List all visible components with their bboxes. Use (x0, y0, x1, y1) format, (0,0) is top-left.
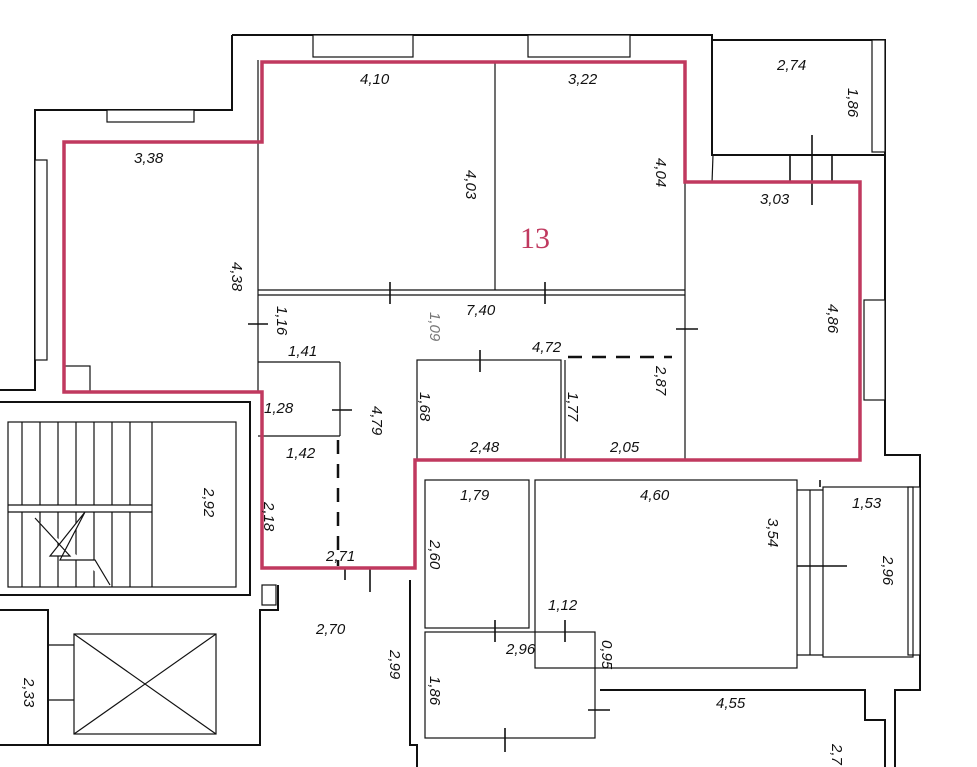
dimension-label: 4,38 (228, 262, 245, 292)
dimension-label: 1,42 (286, 445, 316, 462)
dimension-label: 2,92 (200, 487, 217, 518)
dimension-label: 1,79 (460, 487, 490, 504)
dimension-label: 2,18 (260, 501, 277, 532)
dimension-label: 1,77 (564, 392, 581, 422)
dimension-label: 2,33 (20, 677, 37, 708)
dimension-label: 4,10 (360, 71, 390, 88)
apartment-number: 13 (520, 222, 550, 255)
dimension-label: 1,86 (426, 676, 443, 706)
dimension-label: 0,95 (598, 640, 615, 670)
dimension-label: 3,03 (760, 191, 790, 208)
dimension-label: 4,60 (640, 487, 670, 504)
dimension-label: 3,54 (764, 518, 781, 547)
dimension-label: 1,86 (844, 88, 861, 118)
dimension-label: 2,7 (828, 743, 845, 766)
dimension-label: 1,12 (548, 597, 578, 614)
dimension-label: 2,96 (879, 555, 896, 586)
dimension-label: 4,55 (716, 695, 746, 712)
dimension-label: 2,60 (426, 539, 443, 570)
dimension-label: 2,71 (325, 548, 355, 565)
dimension-label: 2,48 (469, 439, 500, 456)
windows (34, 34, 921, 656)
dimension-label: 1,53 (852, 495, 882, 512)
door-markers (248, 135, 847, 752)
staircase (7, 421, 237, 588)
dashed-openings (336, 355, 672, 566)
dimension-label: 7,40 (466, 302, 496, 319)
dimension-label: 4,72 (532, 339, 562, 356)
dimension-label: 3,22 (568, 71, 598, 88)
dimension-label: 2,99 (386, 649, 403, 680)
dimension-labels: 3,38 4,10 3,22 2,74 1,86 4,03 4,04 3,03 … (20, 57, 896, 766)
dimension-label: 4,03 (462, 170, 479, 200)
dimension-label: 4,79 (368, 406, 385, 436)
dimension-label: 2,70 (315, 621, 346, 638)
dimension-label: 2,74 (776, 57, 806, 74)
apartment-13-outline (62, 60, 862, 570)
dimension-label: 4,86 (824, 304, 841, 334)
interior-walls (63, 60, 914, 739)
dimension-label: 3,38 (134, 150, 164, 167)
elevator-shaft (48, 584, 277, 735)
dimension-label: 1,09 (426, 312, 443, 342)
dimension-label: 2,87 (652, 365, 669, 396)
dimension-label: 1,68 (416, 392, 433, 422)
dimension-label: 2,96 (505, 641, 536, 658)
dimension-label: 1,28 (264, 400, 294, 417)
dimension-label: 4,04 (652, 158, 669, 187)
dimension-label: 1,41 (288, 343, 317, 360)
stair-break-icon (34, 511, 111, 586)
dimension-label: 2,05 (609, 439, 640, 456)
dimension-label: 1,16 (273, 306, 290, 336)
outer-walls (0, 34, 921, 767)
